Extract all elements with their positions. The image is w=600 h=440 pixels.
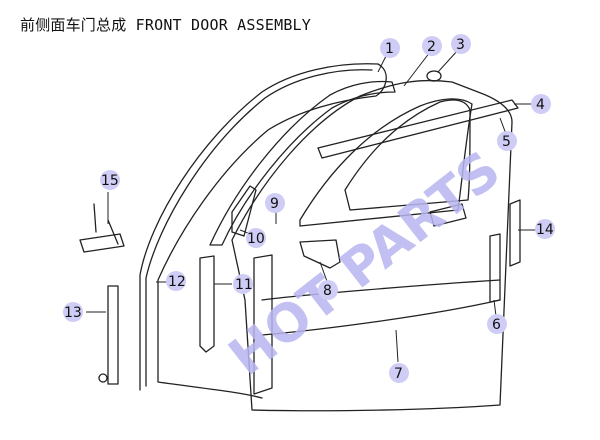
part-2-door-frame (231, 79, 513, 412)
callout-3: 3 (456, 37, 465, 53)
callout-8: 8 (323, 283, 332, 299)
part-4-belt-molding (317, 99, 519, 159)
callout-2: 2 (427, 39, 436, 55)
callout-13: 13 (64, 305, 82, 321)
part-6-rear-lower-channel (489, 233, 501, 303)
callout-7: 7 (394, 366, 403, 382)
part-8-mirror (299, 239, 341, 269)
callout-6: 6 (492, 317, 501, 333)
callout-5: 5 (502, 134, 511, 150)
part-7-outer-panel (261, 279, 501, 336)
part-11-rear-channel (199, 255, 215, 353)
part-15-door-check (79, 203, 125, 253)
callout-1: 1 (385, 41, 394, 57)
callout-4: 4 (536, 97, 545, 113)
part-1-run-channel (209, 80, 396, 246)
callout-12: 12 (168, 274, 186, 290)
watermark-text: HOT PARTS (218, 140, 511, 388)
callout-11: 11 (235, 277, 253, 293)
part-13-lower-channel (107, 285, 119, 385)
part-12-weatherstrip (139, 63, 387, 399)
part-10-vent-bracket (231, 185, 257, 237)
part-14-side-bracket (509, 199, 521, 267)
callout-15: 15 (101, 173, 119, 189)
callout-10: 10 (247, 231, 265, 247)
part-3-clip (426, 70, 442, 82)
callout-9: 9 (270, 196, 279, 212)
page-title: 前侧面车门总成 FRONT DOOR ASSEMBLY (20, 16, 312, 34)
callout-14: 14 (536, 222, 554, 238)
